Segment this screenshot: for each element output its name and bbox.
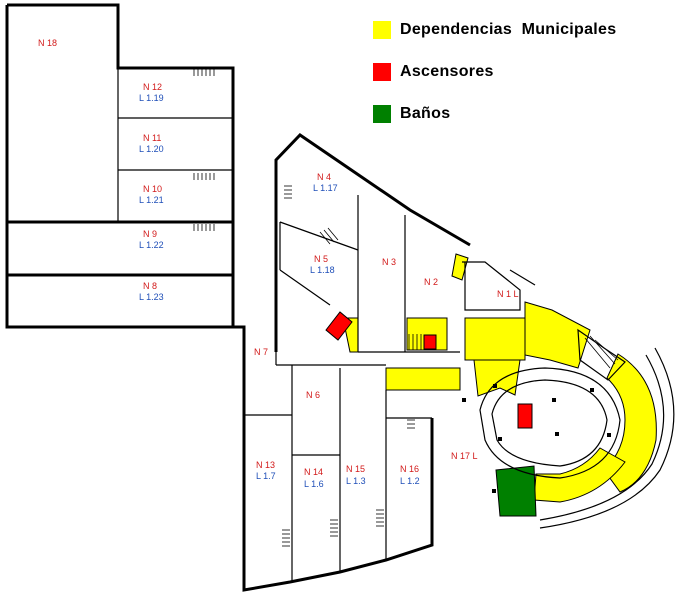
stair-n15	[376, 509, 384, 527]
stair-n16	[407, 419, 415, 429]
room-n4-name: N 4	[317, 172, 331, 182]
elevator-center	[423, 334, 437, 350]
municipal-area-east-2	[473, 359, 521, 397]
room-n9-local: L 1.22	[139, 240, 164, 250]
legend-swatch-municipal	[373, 21, 391, 39]
legend-label-bathrooms: Baños	[400, 105, 451, 122]
stair-east	[584, 335, 619, 369]
room-n1-name: N 1 L	[497, 289, 519, 299]
stair-center	[408, 334, 422, 350]
stair-n10	[193, 173, 215, 180]
room-n11-local: L 1.20	[139, 144, 164, 154]
legend-swatch-elevators	[373, 63, 391, 81]
stair-n5	[319, 227, 339, 245]
room-n14-name: N 14	[304, 467, 323, 477]
room-n6-name: N 6	[306, 390, 320, 400]
room-n14-local: L 1.6	[304, 479, 324, 489]
stair-n14	[330, 519, 338, 537]
room-n9-name: N 9	[143, 229, 157, 239]
legend-label-municipal: Dependencias Municipales	[400, 21, 617, 38]
municipal-area-east-1	[464, 317, 526, 361]
room-n15-local: L 1.3	[346, 476, 366, 486]
room-n12-name: N 12	[143, 82, 162, 92]
room-n11-name: N 11	[143, 133, 161, 143]
room-labels: N 18 N 12 L 1.19 N 11 L 1.20 N 10 L 1.21…	[38, 38, 519, 489]
columns	[462, 384, 611, 493]
legend-elevators: Ascensores	[373, 63, 494, 81]
stair-n12	[193, 69, 215, 76]
municipal-area-east-3	[524, 301, 591, 369]
room-n4-local: L 1.17	[313, 183, 338, 193]
room-n13-name: N 13	[256, 460, 275, 470]
bathrooms	[495, 465, 537, 517]
walls	[5, 3, 675, 592]
bathroom-area	[495, 465, 537, 517]
stairs	[193, 69, 619, 547]
stair-n4	[284, 185, 292, 199]
elevator-rotunda	[517, 403, 533, 429]
legend-swatch-bathrooms	[373, 105, 391, 123]
elevator-west	[325, 311, 353, 341]
municipal-areas	[342, 253, 657, 503]
stair-n13	[282, 529, 290, 547]
room-n2-name: N 2	[424, 277, 438, 287]
room-n16-name: N 16	[400, 464, 419, 474]
room-n18-name: N 18	[38, 38, 57, 48]
elevators	[325, 311, 533, 429]
municipal-area-south	[533, 447, 626, 503]
room-n8-name: N 8	[143, 281, 157, 291]
stair-n9	[193, 224, 215, 231]
room-n5-name: N 5	[314, 254, 328, 264]
room-n12-local: L 1.19	[139, 93, 164, 103]
room-n3-name: N 3	[382, 257, 396, 267]
room-n10-name: N 10	[143, 184, 162, 194]
room-n13-local: L 1.7	[256, 471, 276, 481]
room-n15-name: N 15	[346, 464, 365, 474]
legend-bathrooms: Baños	[373, 105, 450, 123]
legend-municipal: Dependencias Municipales	[373, 21, 616, 39]
legend-label-elevators: Ascensores	[400, 63, 494, 80]
room-n17-name: N 17 L	[451, 451, 478, 461]
room-n7-name: N 7	[254, 347, 268, 357]
room-n8-local: L 1.23	[139, 292, 164, 302]
municipal-area-n2	[451, 253, 469, 281]
room-n16-local: L 1.2	[400, 476, 420, 486]
municipal-area-corridor	[385, 367, 461, 391]
room-n10-local: L 1.21	[139, 195, 164, 205]
room-n5-local: L 1.18	[310, 265, 335, 275]
